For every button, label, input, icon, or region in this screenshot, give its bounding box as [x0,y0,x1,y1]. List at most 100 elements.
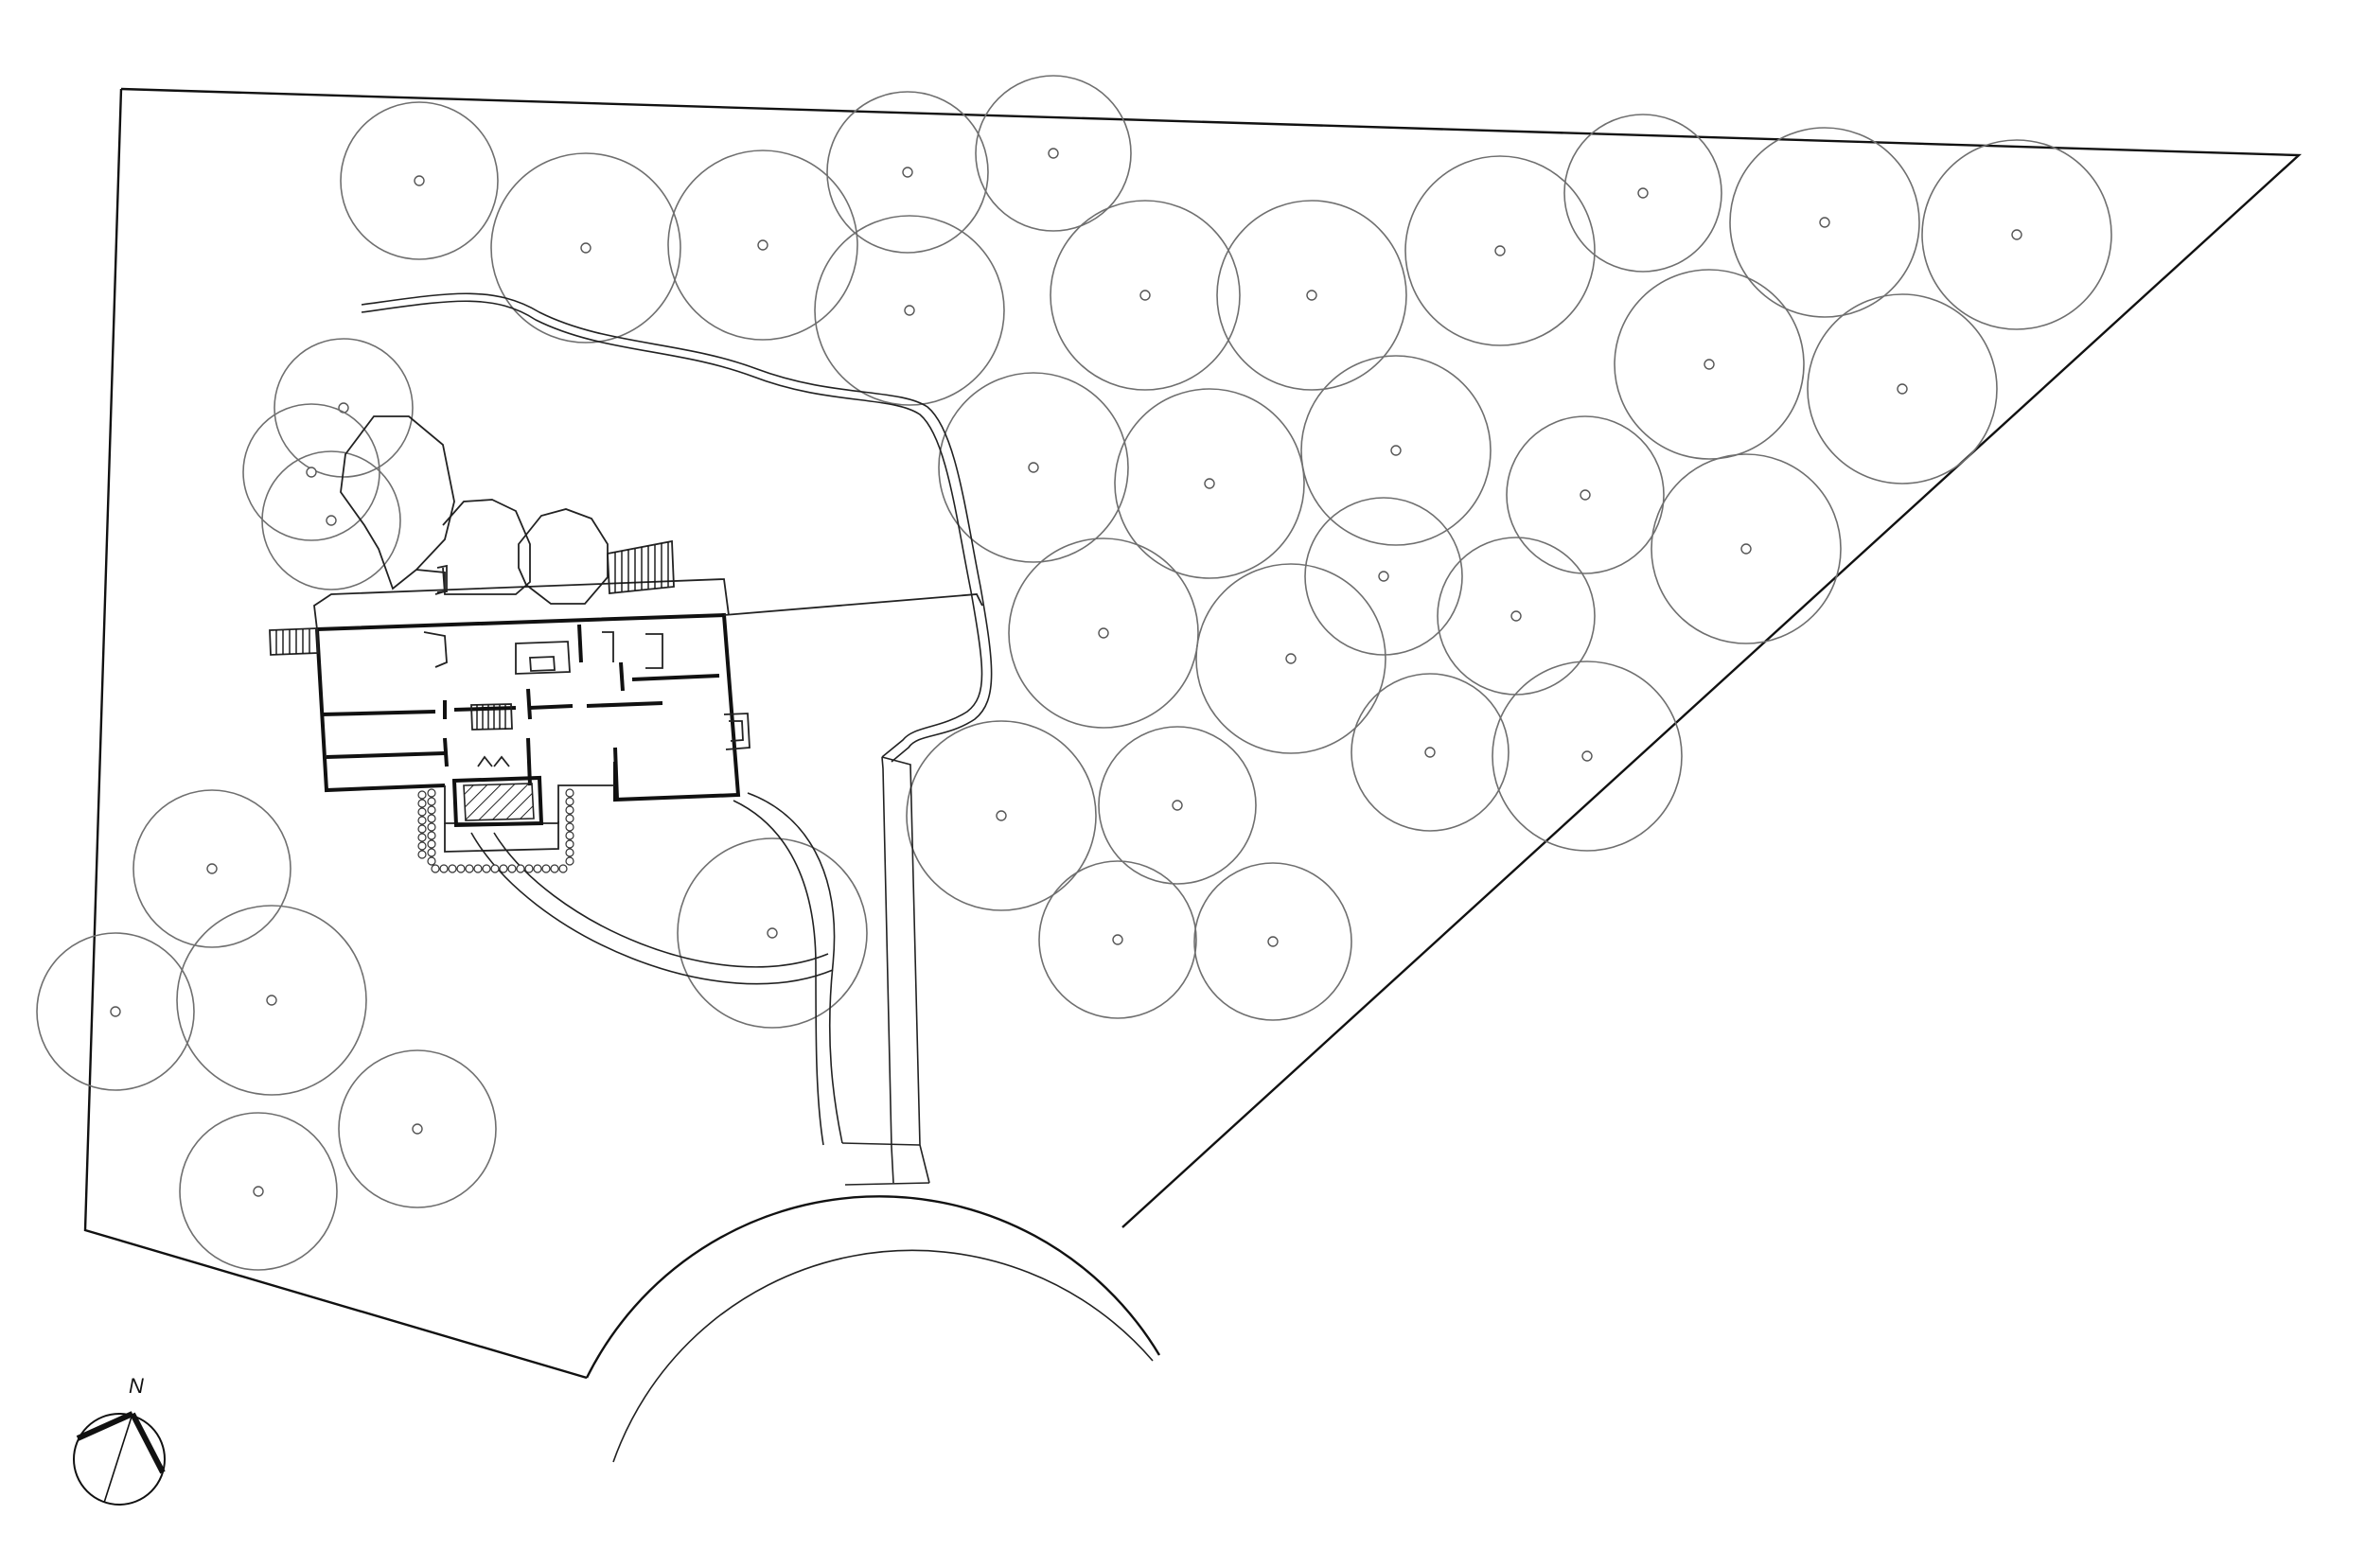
tree-trunk [996,810,1007,821]
tree-canopy [1492,661,1683,852]
tree-canopy [36,932,195,1091]
tree-canopy [338,1049,497,1208]
tree-canopy-group [36,75,2112,1271]
shrub-dot [565,788,574,798]
tree-canopy [1114,388,1305,579]
shrub-dot [533,864,542,873]
tree-trunk [253,1186,264,1197]
tree-trunk [767,927,778,939]
shrub-dot [473,864,483,873]
shrub-dot [427,788,436,798]
shrub-dot [417,790,427,800]
shrub-dot [448,864,457,873]
tree-canopy [179,1112,338,1271]
shrub-dot [565,839,574,849]
tree-canopy [242,403,380,541]
tree-trunk [1204,478,1215,489]
tree-trunk [1285,653,1297,664]
tree-trunk [1112,934,1123,945]
shrub-dot [417,799,427,808]
tree-trunk [1580,489,1591,501]
tree-canopy [340,101,499,260]
shrub-dot [499,864,508,873]
tree-canopy [1563,114,1722,273]
tree-canopy [274,338,414,478]
shrub-dot [427,805,436,815]
tree-canopy [132,789,291,948]
tree-trunk [1637,187,1649,199]
tree-canopy [490,152,681,344]
shrub-dot [516,864,525,873]
shrub-dot [482,864,491,873]
shrub-dot [427,839,436,849]
tree-canopy [1506,415,1665,574]
shrub-dot [565,805,574,815]
tree-trunk [326,515,337,526]
tree-canopy [667,150,858,341]
tree-canopy [176,905,367,1096]
tree-trunk [1390,445,1402,456]
tree-trunk [1704,359,1715,370]
entry-shrubs [417,788,574,873]
tree-trunk [1424,747,1436,758]
tree-canopy [975,75,1132,232]
tree-trunk [110,1006,121,1017]
tree-trunk [1494,245,1506,256]
tree-trunk [1897,383,1908,395]
tree-trunk [1098,627,1109,639]
shrub-dot [565,814,574,823]
house-footprint [269,415,983,853]
shrub-dot [558,864,568,873]
tree-canopy [1351,673,1510,832]
tree-canopy [1807,293,1998,484]
shrub-dot [417,841,427,851]
shrub-dot [565,797,574,806]
tree-canopy [1404,155,1596,346]
shrub-dot [550,864,559,873]
shrub-dot [565,856,574,866]
tree-canopy [1651,453,1842,644]
shrub-dot [507,864,517,873]
shrub-dot [541,864,551,873]
shrub-dot [417,807,427,817]
shrub-dot [565,848,574,857]
shrub-dot [427,822,436,832]
cul-de-sac [585,1195,1161,1463]
tree-trunk [902,167,913,178]
tree-trunk [414,175,425,186]
shrub-dot [524,864,534,873]
tree-canopy [1008,537,1199,729]
tree-canopy [1729,127,1920,318]
property-boundary [83,87,2302,1380]
shrub-dot [565,822,574,832]
tree-canopy [1216,200,1407,391]
tree-trunk [412,1123,423,1135]
shrub-dot [456,864,466,873]
tree-canopy [1300,355,1492,546]
tree-canopy [938,372,1129,563]
tree-canopy [1614,269,1805,460]
tree-trunk [904,305,915,316]
tree-trunk [1048,148,1059,159]
tree-trunk [580,242,592,254]
shrub-dot [490,864,500,873]
shrub-dot [427,797,436,806]
tree-trunk [1267,936,1279,947]
tree-canopy [1304,497,1463,656]
tree-trunk [757,239,768,251]
tree-canopy [1050,200,1241,391]
tree-trunk [1510,610,1522,622]
north-label: N [129,1374,144,1398]
north-arrow-icon: N [73,1374,166,1506]
tree-trunk [1028,462,1039,473]
tree-canopy [677,837,868,1029]
tree-canopy [1193,862,1352,1021]
tree-canopy [814,215,1005,406]
tree-canopy [261,450,401,590]
tree-canopy [906,720,1097,911]
shrub-dot [565,831,574,840]
tree-trunk [206,863,218,874]
tree-trunk [1740,543,1752,555]
tree-canopy [826,91,989,254]
